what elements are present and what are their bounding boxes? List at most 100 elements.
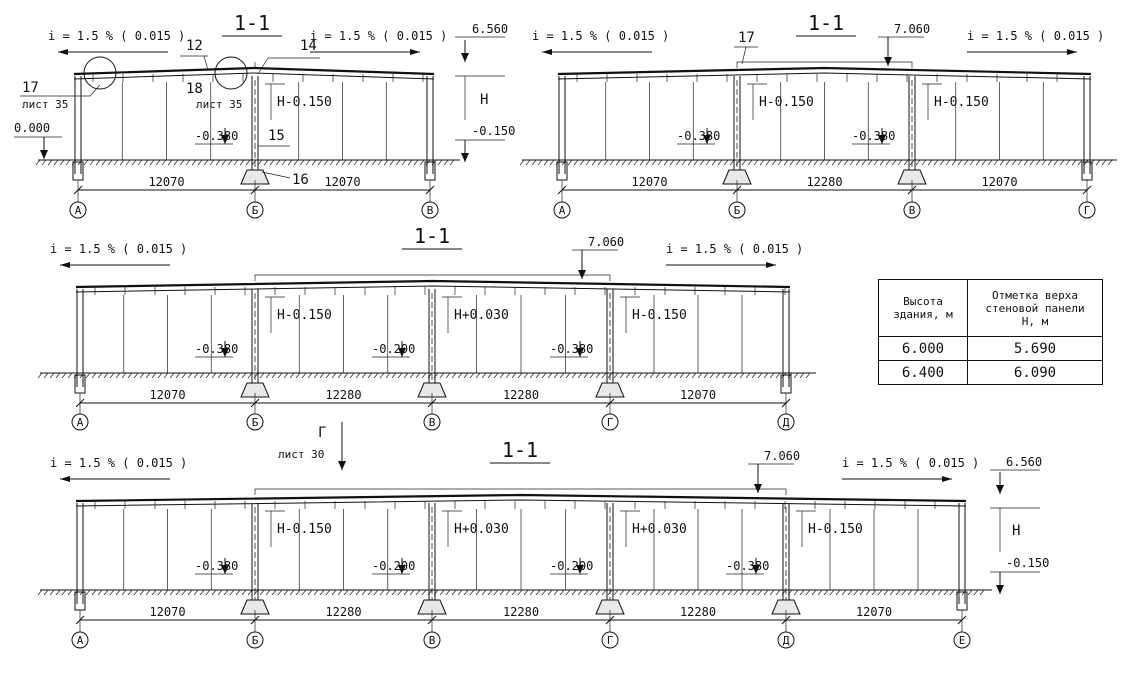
ground-hatch <box>337 589 343 596</box>
ground-hatch <box>819 159 825 166</box>
ground-hatch <box>389 159 395 166</box>
ground-hatch <box>627 159 633 166</box>
ground-hatch <box>853 589 859 596</box>
interior-offset: H-0.150 <box>632 308 687 323</box>
ground-hatch <box>705 159 711 166</box>
ground-hatch <box>601 372 607 379</box>
ground-hatch <box>451 589 457 596</box>
ground-hatch <box>313 372 319 379</box>
ground-hatch <box>619 589 625 596</box>
ground-hatch <box>981 159 987 166</box>
axis-bubble <box>777 413 795 431</box>
ground-hatch <box>295 589 301 596</box>
ground-hatch <box>921 159 927 166</box>
ground-hatch <box>657 159 663 166</box>
roof-outline <box>736 61 913 68</box>
ground-hatch <box>643 372 649 379</box>
ground-hatch <box>603 159 609 166</box>
axis-label: Б <box>252 204 259 217</box>
interior-offset: H-0.150 <box>934 95 989 110</box>
ground-hatch <box>757 589 763 596</box>
roof-beam-bottom <box>75 285 791 293</box>
ground-hatch <box>481 589 487 596</box>
ground-hatch <box>505 372 511 379</box>
column-footing <box>417 382 447 398</box>
ground-hatch <box>1011 159 1017 166</box>
ground-hatch <box>663 159 669 166</box>
ground-hatch <box>973 589 979 596</box>
axis-bubble <box>69 201 87 219</box>
ground-hatch <box>247 372 253 379</box>
ground-hatch <box>161 159 167 166</box>
axis-label: Д <box>783 416 790 429</box>
ground-hatch <box>235 589 241 596</box>
callout-17: 17 <box>22 80 39 96</box>
span-dimension: 12070 <box>680 388 716 402</box>
top-elevation: 7.060 <box>894 22 930 36</box>
ground-hatch <box>579 159 585 166</box>
ground-hatch <box>999 159 1005 166</box>
ground-hatch <box>41 159 47 166</box>
ground-hatch <box>337 372 343 379</box>
ground-hatch <box>685 589 691 596</box>
ground-hatch <box>127 372 133 379</box>
ground-hatch <box>89 159 95 166</box>
ground-hatch <box>613 589 619 596</box>
ground-hatch <box>615 159 621 166</box>
ground-hatch <box>537 159 543 166</box>
interior-offset: H+0.030 <box>632 522 687 537</box>
ground-hatch <box>775 372 781 379</box>
ground-hatch <box>777 159 783 166</box>
ground-hatch <box>1047 159 1053 166</box>
ground-hatch <box>889 589 895 596</box>
ground-hatch <box>1107 159 1113 166</box>
ground-hatch <box>741 159 747 166</box>
ground-hatch <box>729 159 735 166</box>
axis-label: Д <box>783 634 790 647</box>
axis-label: Б <box>252 416 259 429</box>
ground-hatch <box>855 159 861 166</box>
ground-hatch <box>1071 159 1077 166</box>
axis-label: А <box>77 416 84 429</box>
ground-hatch <box>403 589 409 596</box>
ground-hatch <box>565 589 571 596</box>
ground-hatch <box>115 589 121 596</box>
dimension-tick <box>250 398 260 408</box>
ground-hatch <box>721 372 727 379</box>
ground-hatch <box>193 372 199 379</box>
ground-hatch <box>1059 159 1065 166</box>
ground-hatch <box>289 372 295 379</box>
ground-hatch <box>975 159 981 166</box>
ground-hatch <box>943 589 949 596</box>
ground-hatch <box>409 589 415 596</box>
callout-leader <box>89 84 101 97</box>
dimension-tick <box>907 185 917 195</box>
ground-hatch <box>43 589 49 596</box>
elevation-h: H <box>480 92 488 108</box>
elevation-arrow-head <box>461 153 469 162</box>
ground-hatch <box>397 589 403 596</box>
dimension-tick <box>75 615 85 625</box>
ground-hatch <box>747 159 753 166</box>
ground-hatch <box>419 159 425 166</box>
ground-hatch <box>101 159 107 166</box>
ground-hatch <box>621 159 627 166</box>
floor-elevation: -0.380 <box>852 129 895 143</box>
roof-beam-bottom <box>73 72 435 80</box>
dimension-tick <box>427 615 437 625</box>
ground-hatch <box>531 159 537 166</box>
ground-hatch <box>895 589 901 596</box>
ground-hatch <box>295 372 301 379</box>
slope-arrow-head <box>942 476 952 482</box>
dimension-tick <box>1082 185 1092 195</box>
ground-hatch <box>317 159 323 166</box>
ground-hatch <box>517 589 523 596</box>
ground-hatch <box>445 372 451 379</box>
ground-hatch <box>385 372 391 379</box>
ground-hatch <box>97 589 103 596</box>
ground-hatch <box>83 159 89 166</box>
ground-hatch <box>35 159 41 166</box>
elevation-arrow-head <box>40 150 48 159</box>
ground-hatch <box>457 372 463 379</box>
ground-hatch <box>211 372 217 379</box>
